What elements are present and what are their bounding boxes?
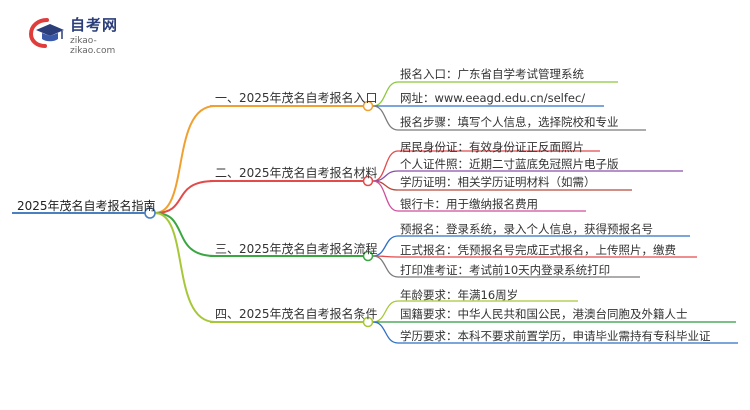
leaf-connector-4-3 xyxy=(372,321,399,344)
leaf-entry-url: 网址：www.eeagd.edu.cn/selfec/ xyxy=(400,91,586,105)
leaf-connector-3-3 xyxy=(372,255,399,278)
leaf-entry-portal: 报名入口：广东省自学考试管理系统 xyxy=(400,67,584,81)
branch-topic-1: 一、2025年茂名自考报名入口 xyxy=(215,91,378,105)
branch-topic-4: 四、2025年茂名自考报名条件 xyxy=(215,307,378,321)
logo-subtitle: zikao-zikao.com xyxy=(70,36,116,56)
root-topic: 2025年茂名自考报名指南 xyxy=(17,199,156,213)
site-logo[interactable]: 自考网 zikao-zikao.com xyxy=(28,14,138,56)
branch-connector-2 xyxy=(154,180,216,214)
branch-connector-4 xyxy=(154,212,216,323)
leaf-material-id-card: 居民身份证：有效身份证正反面照片 xyxy=(400,140,584,154)
leaf-condition-age: 年龄要求：年满16周岁 xyxy=(400,288,519,302)
leaf-material-photo: 个人证件照：近期二寸蓝底免冠照片电子版 xyxy=(400,157,619,171)
branch-connector-1 xyxy=(154,105,216,214)
leaf-entry-steps: 报名步骤：填写个人信息，选择院校和专业 xyxy=(400,115,619,129)
leaf-condition-education: 学历要求：本科不要求前置学历，申请毕业需持有专科毕业证 xyxy=(400,329,711,343)
branch-node-2 xyxy=(362,175,374,187)
root-node xyxy=(144,207,156,219)
leaf-material-education: 学历证明：相关学历证明材料（如需） xyxy=(400,175,596,189)
leaf-material-bank-card: 银行卡：用于缴纳报名费用 xyxy=(400,197,538,211)
leaf-connector-1-1 xyxy=(372,81,399,107)
leaf-process-pre-register: 预报名：登录系统，录入个人信息，获得预报名号 xyxy=(400,222,653,236)
branch-node-3 xyxy=(362,250,374,262)
branch-connector-3 xyxy=(154,212,216,257)
branch-node-1 xyxy=(362,100,374,112)
leaf-connector-2-4 xyxy=(372,180,399,212)
branch-topic-3: 三、2025年茂名自考报名流程 xyxy=(215,242,378,256)
leaf-condition-nationality: 国籍要求：中华人民共和国公民，港澳台同胞及外籍人士 xyxy=(400,307,688,321)
leaf-process-print-ticket: 打印准考证：考试前10天内登录系统打印 xyxy=(400,263,611,277)
branch-topic-2: 二、2025年茂名自考报名材料 xyxy=(215,166,378,180)
graduation-cap-icon xyxy=(28,18,64,48)
leaf-process-formal-register: 正式报名：凭预报名号完成正式报名，上传照片，缴费 xyxy=(400,243,676,257)
leaf-connector-2-1 xyxy=(372,150,399,182)
branch-node-4 xyxy=(362,316,374,328)
leaf-connector-1-3 xyxy=(372,105,399,131)
logo-title: 自考网 xyxy=(70,16,119,34)
